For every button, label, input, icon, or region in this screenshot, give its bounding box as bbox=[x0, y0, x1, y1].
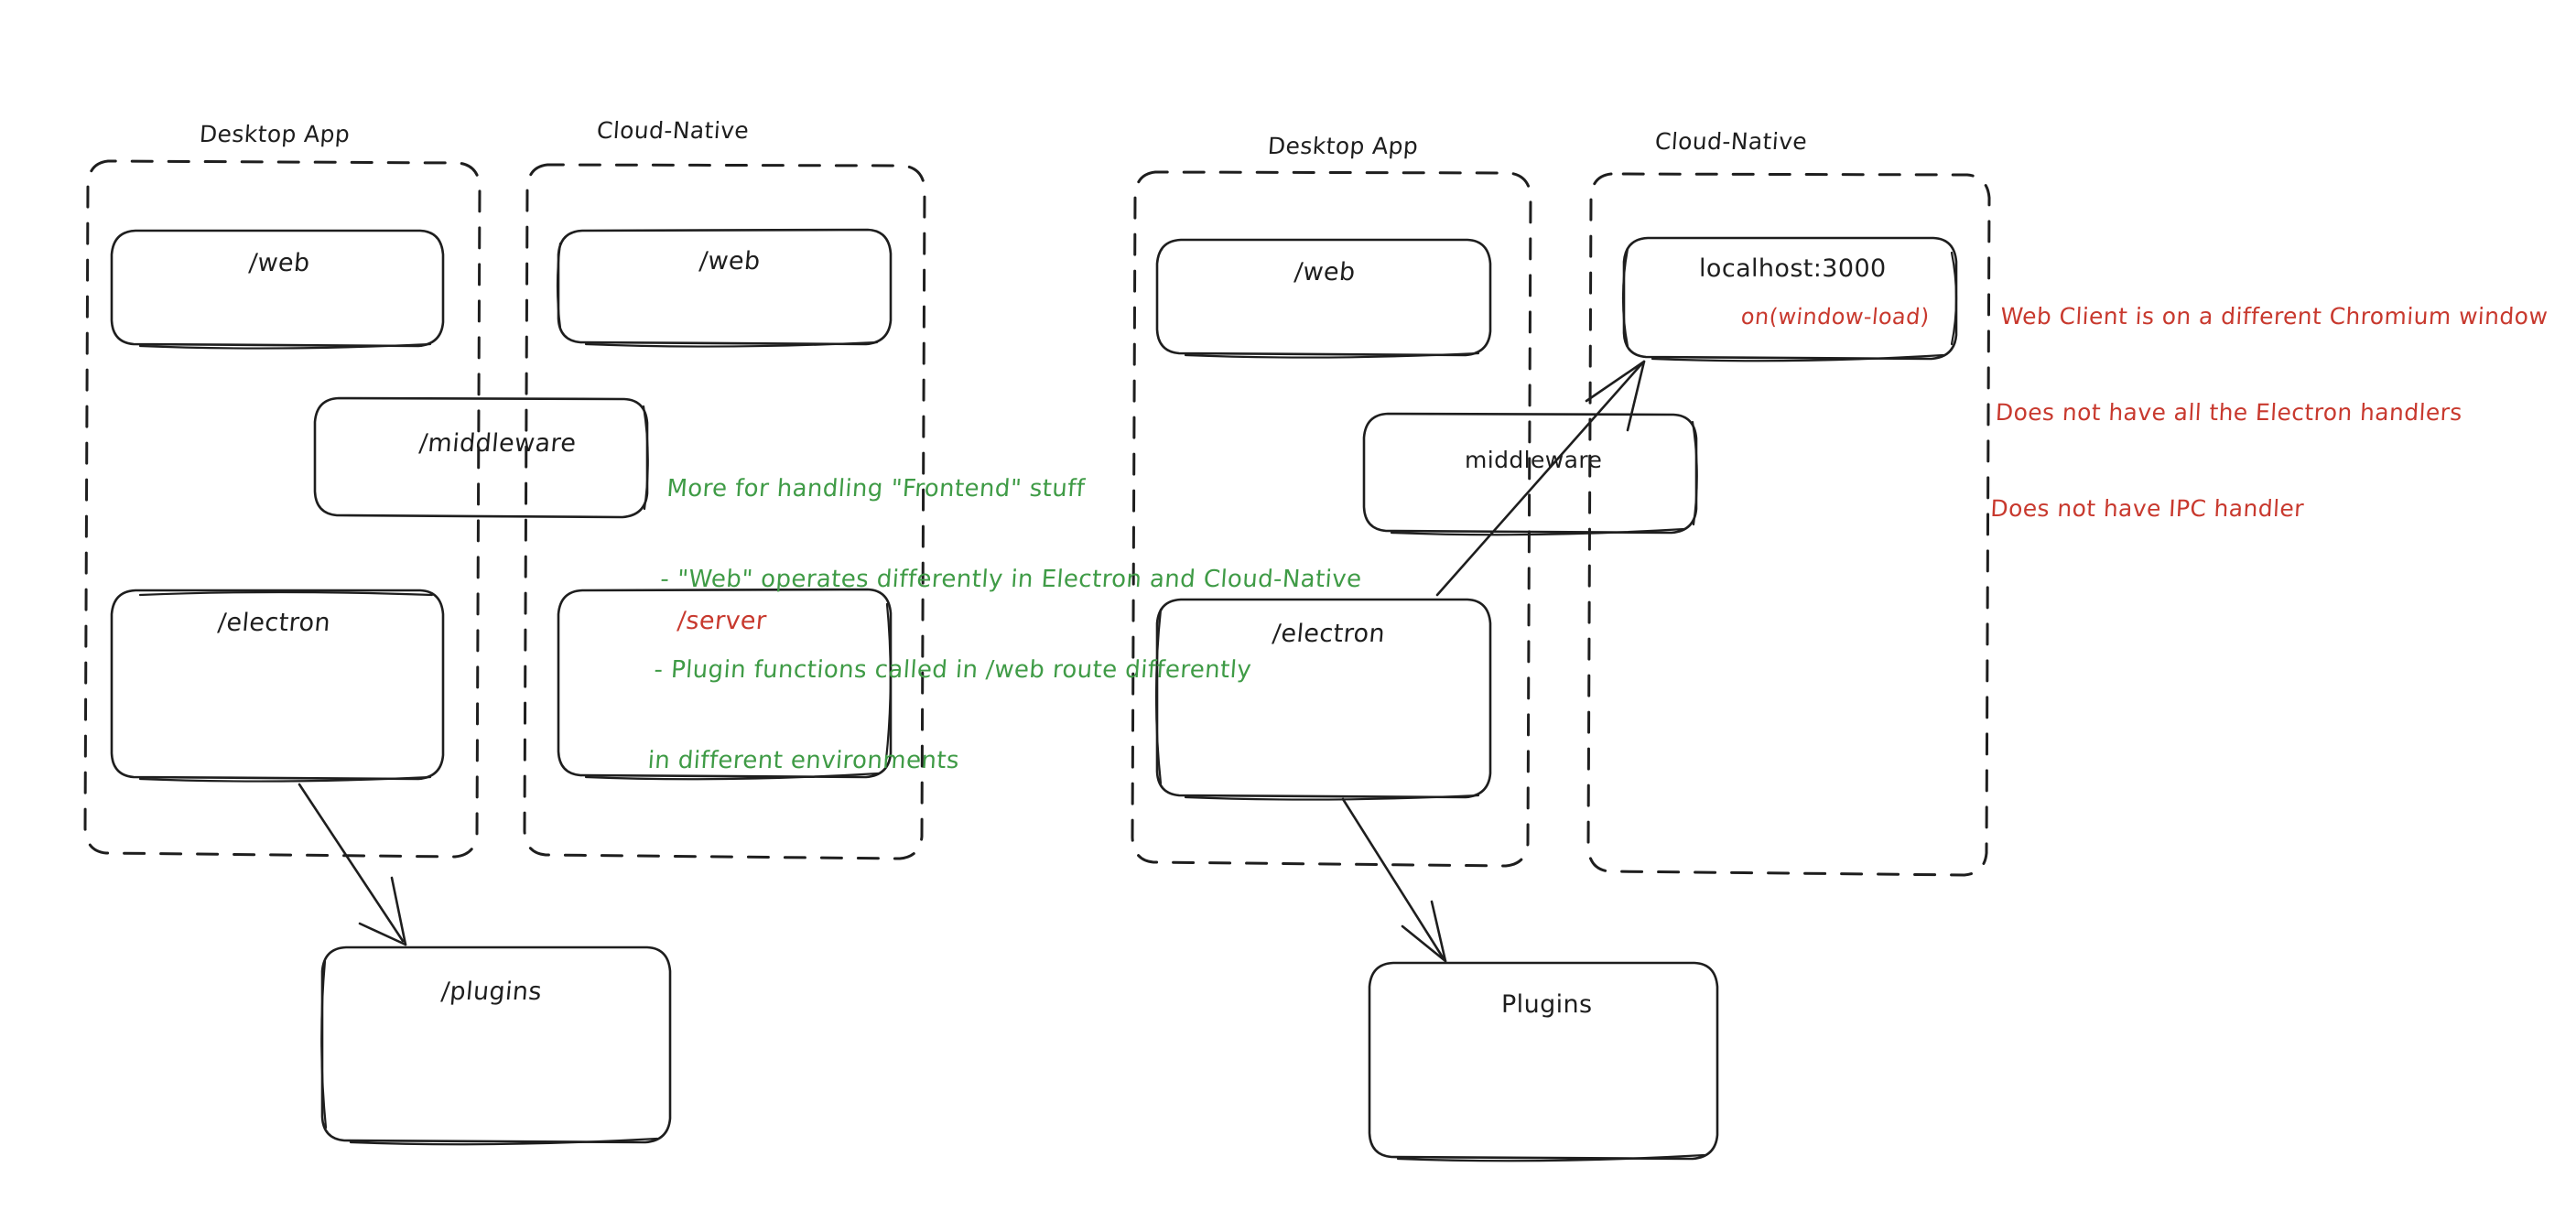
node-label-left-plugins: /plugins bbox=[439, 978, 544, 1006]
edge-right-electron-to-localhost bbox=[1435, 360, 1646, 597]
annotation-red-note: Web Client is on a different Chromium wi… bbox=[1986, 236, 2552, 589]
node-outline-right-localhost bbox=[1621, 236, 1958, 362]
node-outline-right-electron bbox=[1154, 598, 1492, 801]
group-outline-left-desktop-app bbox=[83, 159, 482, 859]
node-outline-left-electron bbox=[110, 589, 445, 783]
node-outline-right-desktop-web bbox=[1155, 238, 1492, 359]
annotation-red-line-3: Does not have IPC handler bbox=[1989, 495, 2305, 522]
node-outline-left-cloud-web bbox=[556, 228, 893, 348]
group-outline-right-cloud-native bbox=[1586, 172, 1991, 877]
edge-right-electron-to-plugins bbox=[1341, 797, 1447, 963]
node-label-left-cloud-web: /web bbox=[698, 247, 762, 276]
node-outline-left-middleware bbox=[313, 396, 649, 519]
node-outline-right-middleware bbox=[1362, 412, 1698, 536]
group-label-right-desktop-app: Desktop App bbox=[1266, 133, 1420, 159]
node-label-left-electron: /electron bbox=[216, 609, 332, 637]
node-outline-right-plugins bbox=[1368, 961, 1719, 1162]
group-label-left-cloud-native: Cloud-Native bbox=[595, 117, 751, 144]
group-outline-right-desktop-app bbox=[1131, 170, 1532, 868]
node-label-left-middleware: /middleware bbox=[417, 429, 578, 458]
node-label-right-middleware: middleware bbox=[1465, 447, 1603, 473]
annotation-green-note: More for handling "Frontend" stuff - "We… bbox=[643, 414, 1373, 837]
node-label-right-localhost: localhost:3000 bbox=[1699, 254, 1887, 283]
annotation-green-line-2: - "Web" operates differently in Electron… bbox=[659, 566, 1363, 593]
node-outline-left-desktop-web bbox=[110, 229, 445, 350]
node-sublabel-right-localhost-on-window-load: on(window-load) bbox=[1739, 304, 1931, 330]
annotation-red-line-2: Does not have all the Electron handlers bbox=[1995, 399, 2463, 426]
annotation-green-line-1: More for handling "Frontend" stuff bbox=[666, 475, 1087, 503]
group-label-left-desktop-app: Desktop App bbox=[198, 121, 352, 147]
group-outline-left-cloud-native bbox=[523, 163, 926, 860]
edge-left-electron-to-plugins bbox=[298, 783, 407, 946]
node-outline-left-plugins bbox=[320, 946, 672, 1146]
group-label-right-cloud-native: Cloud-Native bbox=[1653, 128, 1809, 155]
node-label-right-desktop-web: /web bbox=[1293, 258, 1357, 286]
annotation-green-line-3: - Plugin functions called in /web route … bbox=[653, 656, 1253, 684]
node-label-left-desktop-web: /web bbox=[247, 249, 311, 277]
node-outline-left-server bbox=[557, 588, 893, 781]
annotation-green-line-4: in different environments bbox=[646, 747, 960, 774]
node-label-right-plugins: Plugins bbox=[1501, 990, 1593, 1019]
annotation-red-line-1: Web Client is on a different Chromium wi… bbox=[1999, 303, 2549, 330]
